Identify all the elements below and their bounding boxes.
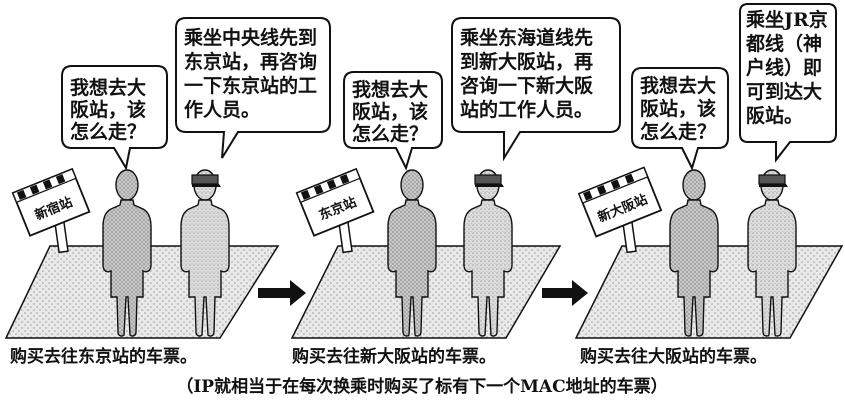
staff-speech-bubble: 乘坐JR京 都线（神 户线）即 可到达大 阪站。 [739,3,837,163]
station-staff-figure [747,169,797,337]
traveler-question-line: 阪站，该 [640,97,716,120]
footer-note: （IP就相当于在每次换乘时购买了标有下一个MAC地址的车票） [176,376,667,397]
traveler-speech-bubble: 我想去大 阪站，该 怎么走？ [61,65,168,171]
staff-answer-line: 咨询一下新大阪 [460,74,594,97]
staff-answer-line: 乘坐东海道线先 [459,26,593,49]
svg-text:我想去大 阪站，该 怎么走？: 我想去大 阪站，该 怎么走？ [352,78,435,145]
scene-2: 东京站 我想去大 阪站，该 怎么走？ 乘坐东海道线先 到新大阪站，再 咨询一下 [290,17,621,367]
traveler-speech-bubble: 我想去大 阪站，该 怎么走？ [343,71,443,171]
next-step-arrow [258,280,306,306]
staff-answer-line: 东京站，再咨询 [184,50,317,73]
traveler-question-line: 阪站，该 [70,98,146,121]
staff-speech-bubble: 乘坐东海道线先 到新大阪站，再 咨询一下新大阪 站的工作人员。 [451,17,621,162]
staff-answer-line: 户线）即 [746,56,822,79]
next-step-arrow [542,280,588,306]
traveler-question-line: 怎么走？ [352,122,428,145]
staff-answer-line: 乘坐中央线先到 [183,26,317,49]
staff-answer-line: 可到达大 [746,80,822,103]
traveler-question-line: 阪站，该 [352,100,428,123]
traveler-question-line: 怎么走？ [640,120,716,143]
traveler-question-line: 我想去大 [70,76,146,99]
station-sign: 新宿站 [11,167,91,254]
ticket-caption: 购买去往东京站的车票。 [10,346,197,367]
staff-answer-line: 作人员。 [184,98,260,121]
svg-text:乘坐东海道线先 到新大阪站，再: 乘坐东海道线先 到新大阪站，再 咨询一下新大阪 站的工作人员。 [459,26,600,121]
ticket-caption: 购买去往大阪站的车票。 [580,346,767,367]
traveler-speech-bubble: 我想去大 阪站，该 怎么走？ [631,67,729,171]
station-sign: 东京站 [295,167,375,254]
scene-3: 新大阪站 我想去大 阪站，该 怎么走？ 乘坐JR京 都线（神 户线）即 [574,3,844,367]
svg-text:乘坐JR京 都线（神 户线）: 乘坐JR京 都线（神 户线）即 可到达大 阪站。 [745,8,834,127]
staff-speech-bubble: 乘坐中央线先到 东京站，再咨询 一下东京站的工 作人员。 [175,17,331,159]
staff-answer-line: 站的工作人员。 [460,98,593,121]
staff-answer-line: 一下东京站的工 [184,74,317,97]
scene-1: 新宿站 我想去大 阪站，该 怎么走？ 乘坐中央线先到 [4,17,331,367]
ticket-caption: 购买去往新大阪站的车票。 [292,346,496,367]
station-staff-figure [180,169,230,337]
staff-answer-line: 阪站。 [746,104,803,127]
traveler-question-line: 我想去大 [352,78,428,101]
svg-text:我想去大 阪站，该 怎么走？: 我想去大 阪站，该 怎么走？ [640,74,723,143]
svg-text:乘坐中央线先到 东京站，再咨询: 乘坐中央线先到 东京站，再咨询 一下东京站的工 作人员。 [183,26,324,121]
staff-answer-line: 到新大阪站，再 [460,50,593,73]
svg-text:我想去大 阪站，该 怎么走？: 我想去大 阪站，该 怎么走？ [70,76,153,143]
traveler-question-line: 我想去大 [640,74,716,97]
staff-answer-line: 都线（神 [745,32,822,55]
staff-answer-line: 乘坐JR京 [745,8,828,31]
station-sign: 新大阪站 [577,166,663,254]
traveler-question-line: 怎么走？ [70,120,146,143]
station-staff-figure [463,169,513,337]
